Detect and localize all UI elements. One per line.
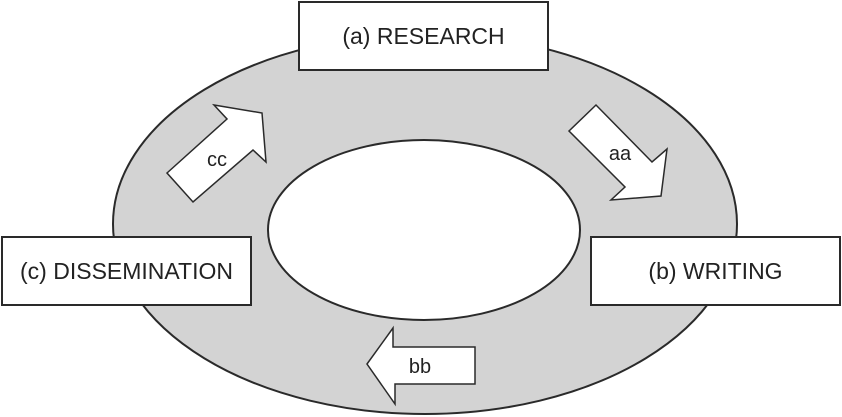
arrow-cc: cc bbox=[165, 103, 267, 204]
arrow-aa: aa bbox=[567, 103, 668, 201]
node-research: (a) RESEARCH bbox=[298, 1, 549, 71]
arrow-bb: bb bbox=[366, 325, 476, 407]
node-dissemination-label: (c) DISSEMINATION bbox=[20, 257, 233, 284]
node-dissemination: (c) DISSEMINATION bbox=[1, 236, 252, 306]
node-writing: (b) WRITING bbox=[590, 236, 841, 306]
arrow-cc-label: cc bbox=[207, 149, 227, 171]
arrow-bb-label: bb bbox=[409, 356, 431, 378]
arrow-aa-label: aa bbox=[609, 143, 632, 165]
node-research-label: (a) RESEARCH bbox=[342, 22, 505, 49]
inner-hole bbox=[267, 139, 581, 321]
node-writing-label: (b) WRITING bbox=[648, 257, 783, 284]
